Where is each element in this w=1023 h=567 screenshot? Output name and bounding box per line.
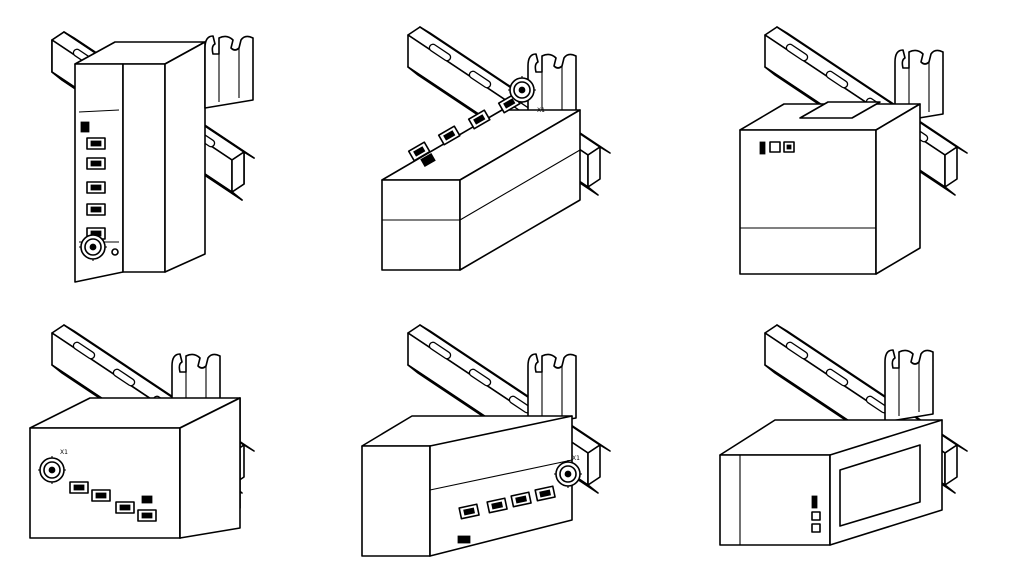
horizontal-module-top: X1 xyxy=(381,75,581,271)
horizontal-module-front: X1 xyxy=(29,397,241,539)
view-horizontal-front: X1 xyxy=(29,324,255,539)
view-vertical-front xyxy=(51,31,255,283)
view-vertical-side xyxy=(739,26,968,275)
view-horizontal-angled: X1 xyxy=(361,324,611,557)
connector-label: X1 xyxy=(537,107,545,114)
vertical-module-side xyxy=(739,101,921,275)
view-horizontal-side xyxy=(719,324,968,546)
connector-label: X1 xyxy=(572,455,580,462)
connector-label: X1 xyxy=(60,449,68,456)
vertical-module-front xyxy=(74,41,206,283)
horizontal-module-side xyxy=(719,419,943,546)
horizontal-module-angled: X1 xyxy=(361,415,583,557)
view-horizontal-top: X1 xyxy=(381,26,611,271)
